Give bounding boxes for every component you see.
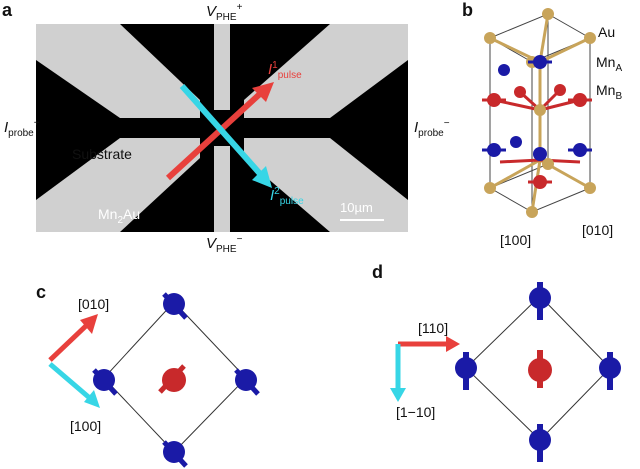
i-probe-plus-label: Iprobe+ [4, 118, 40, 139]
i1-pulse-label: I1pulse [268, 60, 302, 81]
v-phe-plus-label: VPHE+ [206, 2, 243, 23]
substrate-cutout-1 [36, 24, 200, 118]
panel-b-letter: b [462, 0, 473, 20]
c-arrowhead-100 [84, 390, 100, 408]
panel-a-letter: a [2, 0, 13, 20]
spin-arrows [482, 60, 592, 184]
pulse-1-arrow-line [165, 89, 265, 181]
scale-bar-label: 10µm [340, 200, 373, 215]
substrate-cutout-4 [244, 138, 408, 232]
substrate-cutout-2 [244, 24, 408, 118]
pulse-2-arrowhead [252, 166, 272, 188]
c-arrow-010 [48, 320, 92, 362]
d-red-atom [528, 350, 552, 388]
c-arrowhead-010 [80, 314, 98, 334]
pulse-2-arrow-line [179, 84, 265, 178]
v-phe-minus-label: VPHE− [206, 234, 243, 255]
c-arrow-100 [48, 362, 94, 402]
d-arrowhead-1-10 [390, 388, 406, 402]
substrate-cutout-3 [36, 138, 200, 232]
c-blue-atoms [92, 292, 260, 468]
direction-010-label: [010] [582, 222, 614, 238]
au-label: Au [598, 24, 616, 40]
i2-pulse-label: I2pulse [270, 186, 304, 207]
direction-100-label: [100] [500, 232, 532, 248]
panel-d-letter: d [372, 262, 383, 282]
mn-a-label: MnA [596, 54, 623, 74]
i-probe-minus-label: Iprobe− [414, 118, 450, 139]
pulse-1-arrowhead [252, 82, 274, 102]
d-arrowhead-110 [446, 336, 460, 352]
d-1-10-label: [1−10] [396, 404, 436, 420]
c-100-label: [100] [70, 418, 102, 434]
substrate-label: Substrate [72, 146, 132, 162]
d-blue-atoms [455, 282, 621, 462]
c-010-label: [010] [78, 296, 110, 312]
d-110-label: [110] [418, 320, 449, 336]
mn-b-label: MnB [596, 82, 623, 102]
c-red-atom [158, 364, 186, 394]
panel-c-letter: c [36, 282, 47, 302]
mn2au-label: Mn2Au [98, 206, 141, 226]
